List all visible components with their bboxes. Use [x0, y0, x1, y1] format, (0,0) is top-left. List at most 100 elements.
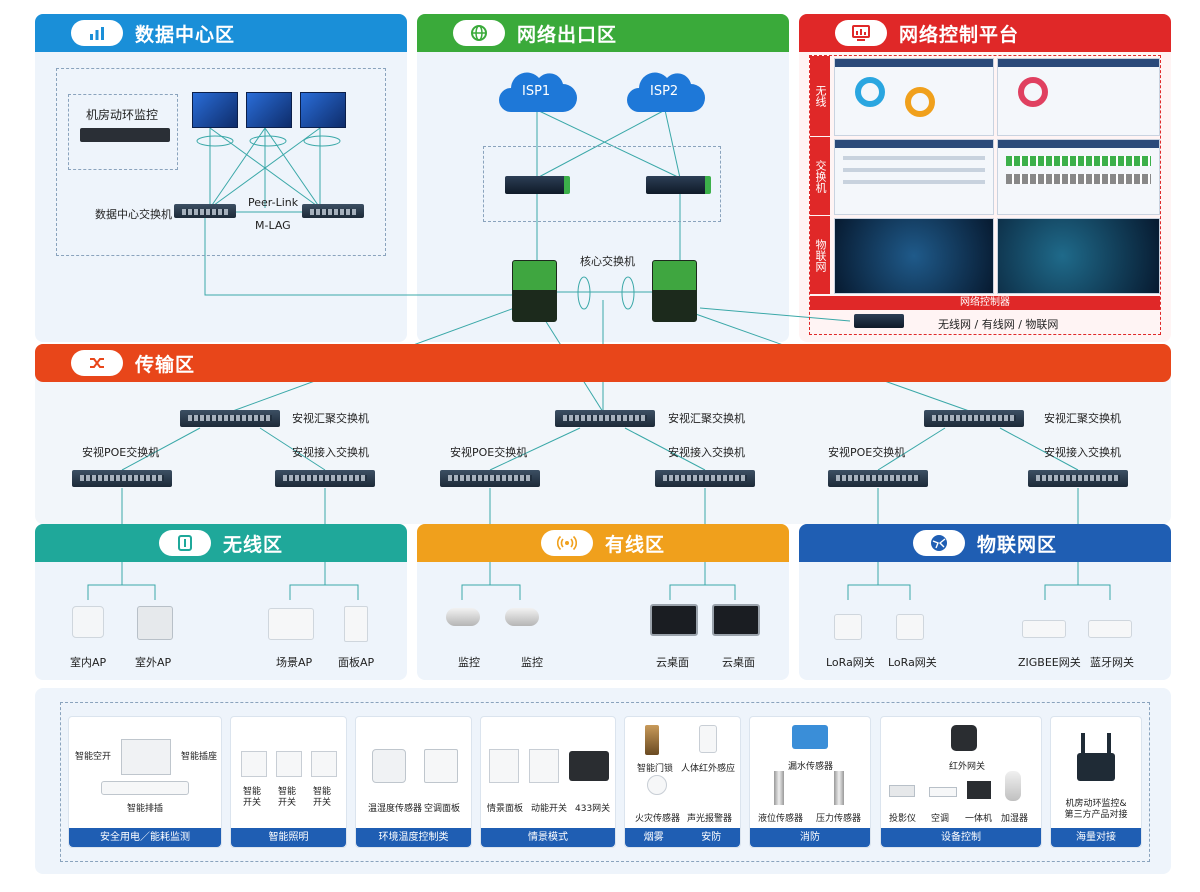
- card-climate-caption: 环境温度控制类: [356, 828, 471, 847]
- indoor-ap-device: [72, 606, 104, 638]
- dc-switch-2: [302, 204, 364, 218]
- firewall-2: [646, 176, 711, 194]
- egress-panel: [417, 14, 789, 342]
- camera-label-1: 监控: [458, 656, 480, 669]
- antenna-1: [1081, 733, 1085, 755]
- card-integration: 机房动环监控& 第三方产品对接 海量对接: [1050, 716, 1142, 848]
- poe-label-3: 安视POE交换机: [828, 446, 906, 459]
- bluetooth-label: 蓝牙网关: [1090, 656, 1134, 669]
- isp2-label: ISP2: [650, 84, 679, 99]
- poe-switch-2: [440, 470, 540, 487]
- camera-label-2: 监控: [521, 656, 543, 669]
- bluetooth-device: [1088, 620, 1132, 638]
- server-cluster-1: [192, 92, 238, 128]
- card-fire: 漏水传感器 液位传感器 压力传感器 消防: [749, 716, 871, 848]
- card-device-item-2: 投影仪: [889, 814, 917, 824]
- panel-ap-device: [344, 606, 368, 642]
- screenshot-iot-2: [997, 218, 1160, 294]
- ir-gateway-device: [951, 725, 977, 751]
- card-climate-item-2: 空调面板: [424, 804, 461, 814]
- card-lighting-caption: 智能照明: [231, 828, 346, 847]
- control-frame: [809, 55, 1161, 335]
- card-lighting: 智能 开关 智能 开关 智能 开关 智能照明: [230, 716, 347, 848]
- egress-header: 网络出口区: [417, 14, 789, 52]
- kinetic-switch-device: [529, 749, 559, 783]
- card-integration-caption: 海量对接: [1051, 828, 1141, 847]
- card-security-item-4: 声光报警器: [687, 814, 733, 824]
- card-energy: 智能空开 智能插座 智能排插 安全用电／能耗监测: [68, 716, 222, 848]
- card-lighting-item-3: 智能 开关: [313, 787, 332, 808]
- card-lighting-item-1: 智能 开关: [243, 787, 262, 808]
- globe-icon: [453, 20, 505, 46]
- door-lock-device: [645, 725, 659, 755]
- card-security-item-1: 智能门锁: [637, 764, 674, 774]
- iot-header: 物联网区: [799, 524, 1171, 562]
- card-energy-item-2: 智能插座: [181, 752, 218, 762]
- card-security-item-2: 人体红外感应: [681, 764, 736, 774]
- gateway-433-device: [569, 751, 609, 781]
- wired-header: 有线区: [417, 524, 789, 562]
- agg-label-3: 安视汇聚交换机: [1044, 412, 1121, 425]
- access-label-2: 安视接入交换机: [668, 446, 745, 459]
- wireless-header: 无线区: [35, 524, 407, 562]
- dc-switch-1: [174, 204, 236, 218]
- card-fire-item-1: 漏水传感器: [788, 762, 834, 772]
- control-header: 网络控制平台: [799, 14, 1171, 52]
- access-switch-2: [655, 470, 755, 487]
- card-device-caption: 设备控制: [881, 828, 1041, 847]
- card-energy-item-1: 智能空开: [75, 752, 112, 762]
- card-energy-caption: 安全用电／能耗监测: [69, 828, 221, 847]
- power-strip-device: [101, 781, 189, 795]
- card-device-item-3: 空调: [931, 814, 950, 824]
- agg-label-2: 安视汇聚交换机: [668, 412, 745, 425]
- air-switch-device: [121, 739, 171, 775]
- side-switch: 交换机: [810, 137, 830, 215]
- card-security-caption-2: 安防: [701, 832, 722, 843]
- wifi-panel-icon: [158, 530, 211, 556]
- pressure-sensor-device: [834, 771, 844, 805]
- wired-title: 有线区: [604, 533, 665, 556]
- access-switch-3: [1028, 470, 1128, 487]
- antenna-2: [1107, 733, 1111, 755]
- card-climate: 温湿度传感器 空调面板 环境温度控制类: [355, 716, 472, 848]
- side-wireless-text: 无线: [814, 85, 827, 107]
- smoke-sensor-device: [647, 775, 667, 795]
- card-scene-caption: 情景模式: [481, 828, 615, 847]
- indoor-ap-label: 室内AP: [70, 656, 107, 669]
- server-cluster-3: [300, 92, 346, 128]
- side-iot-text: 物联网: [814, 238, 827, 272]
- wireless-title: 无线区: [222, 533, 283, 556]
- datacenter-dashed-box: [56, 68, 386, 256]
- controller-device: [854, 314, 904, 328]
- camera-device-2: [505, 608, 539, 626]
- core-switch-1: [512, 260, 557, 322]
- pir-sensor-device: [699, 725, 717, 753]
- projector-device: [889, 785, 915, 797]
- poe-switch-3: [828, 470, 928, 487]
- card-scene: 情景面板 动能开关 433网关 情景模式: [480, 716, 616, 848]
- firewall-1: [505, 176, 570, 194]
- lora-label-1: LoRa网关: [826, 656, 875, 669]
- scene-panel-device: [489, 749, 519, 783]
- card-scene-item-1: 情景面板: [487, 804, 524, 814]
- controller-title: 网络控制器: [960, 297, 1010, 308]
- screenshot-iot-1: [834, 218, 994, 294]
- lora-device-1: [834, 614, 862, 640]
- humidifier-device: [1005, 771, 1021, 801]
- card-lighting-item-2: 智能 开关: [278, 787, 297, 808]
- card-integration-item-1: 机房动环监控& 第三方产品对接: [1064, 799, 1128, 820]
- card-fire-item-3: 压力传感器: [816, 814, 862, 824]
- thermo-sensor-device: [372, 749, 406, 783]
- access-label-3: 安视接入交换机: [1044, 446, 1121, 459]
- card-device-control: 红外网关 投影仪 空调 一体机 加湿器 设备控制: [880, 716, 1042, 848]
- access-label-1: 安视接入交换机: [292, 446, 369, 459]
- aio-device: [967, 781, 991, 799]
- transport-header: 传输区: [35, 344, 1171, 382]
- card-security-caption-1: 烟雾: [643, 832, 664, 843]
- mlag-label: M-LAG: [255, 219, 291, 232]
- dc-switch-label: 数据中心交换机: [95, 208, 172, 221]
- monitor-device: [80, 128, 170, 142]
- card-security-item-3: 火灾传感器: [635, 814, 681, 824]
- outdoor-ap-label: 室外AP: [135, 656, 172, 669]
